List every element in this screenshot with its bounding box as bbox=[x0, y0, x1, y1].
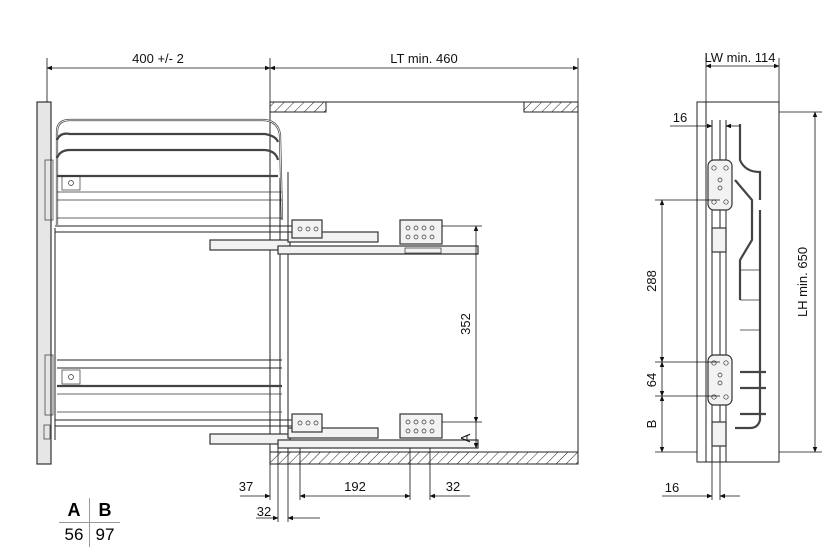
top-hatch-left bbox=[269, 101, 327, 113]
dim-32-left: 32 bbox=[257, 504, 271, 519]
ab-table: A B 56 97 bbox=[59, 498, 120, 547]
cabinet-outline bbox=[269, 101, 579, 465]
bottom-hatch bbox=[269, 451, 579, 465]
dim-288: 288 bbox=[644, 270, 659, 292]
label-b-side: B bbox=[644, 420, 659, 429]
front-view: 400 +/- 2 LT min. 460 352 A 37 192 32 32 bbox=[36, 51, 579, 522]
dim-16-top: 16 bbox=[673, 110, 687, 125]
dim-400: 400 +/- 2 bbox=[132, 51, 184, 66]
dim-32-right: 32 bbox=[446, 479, 460, 494]
dim-64: 64 bbox=[644, 373, 659, 387]
top-hatch-right bbox=[523, 101, 579, 113]
front-panel bbox=[36, 101, 52, 465]
table-value-b: 97 bbox=[95, 525, 115, 544]
dim-lh-min: LH min. 650 bbox=[795, 247, 810, 317]
table-header-b: B bbox=[89, 498, 120, 523]
side-view: LW min. 114 16 LH min. 650 288 64 B 16 bbox=[644, 50, 822, 500]
dim-352: 352 bbox=[458, 313, 473, 335]
dim-lt-min: LT min. 460 bbox=[390, 51, 457, 66]
dim-lw-min: LW min. 114 bbox=[704, 50, 775, 65]
dim-192: 192 bbox=[344, 479, 366, 494]
dim-16-bottom: 16 bbox=[665, 480, 679, 495]
label-a-front: A bbox=[458, 433, 473, 442]
table-value-a: 56 bbox=[59, 522, 90, 547]
table-header-a: A bbox=[59, 498, 90, 523]
side-cabinet-outline bbox=[696, 101, 780, 463]
dim-37: 37 bbox=[239, 479, 253, 494]
